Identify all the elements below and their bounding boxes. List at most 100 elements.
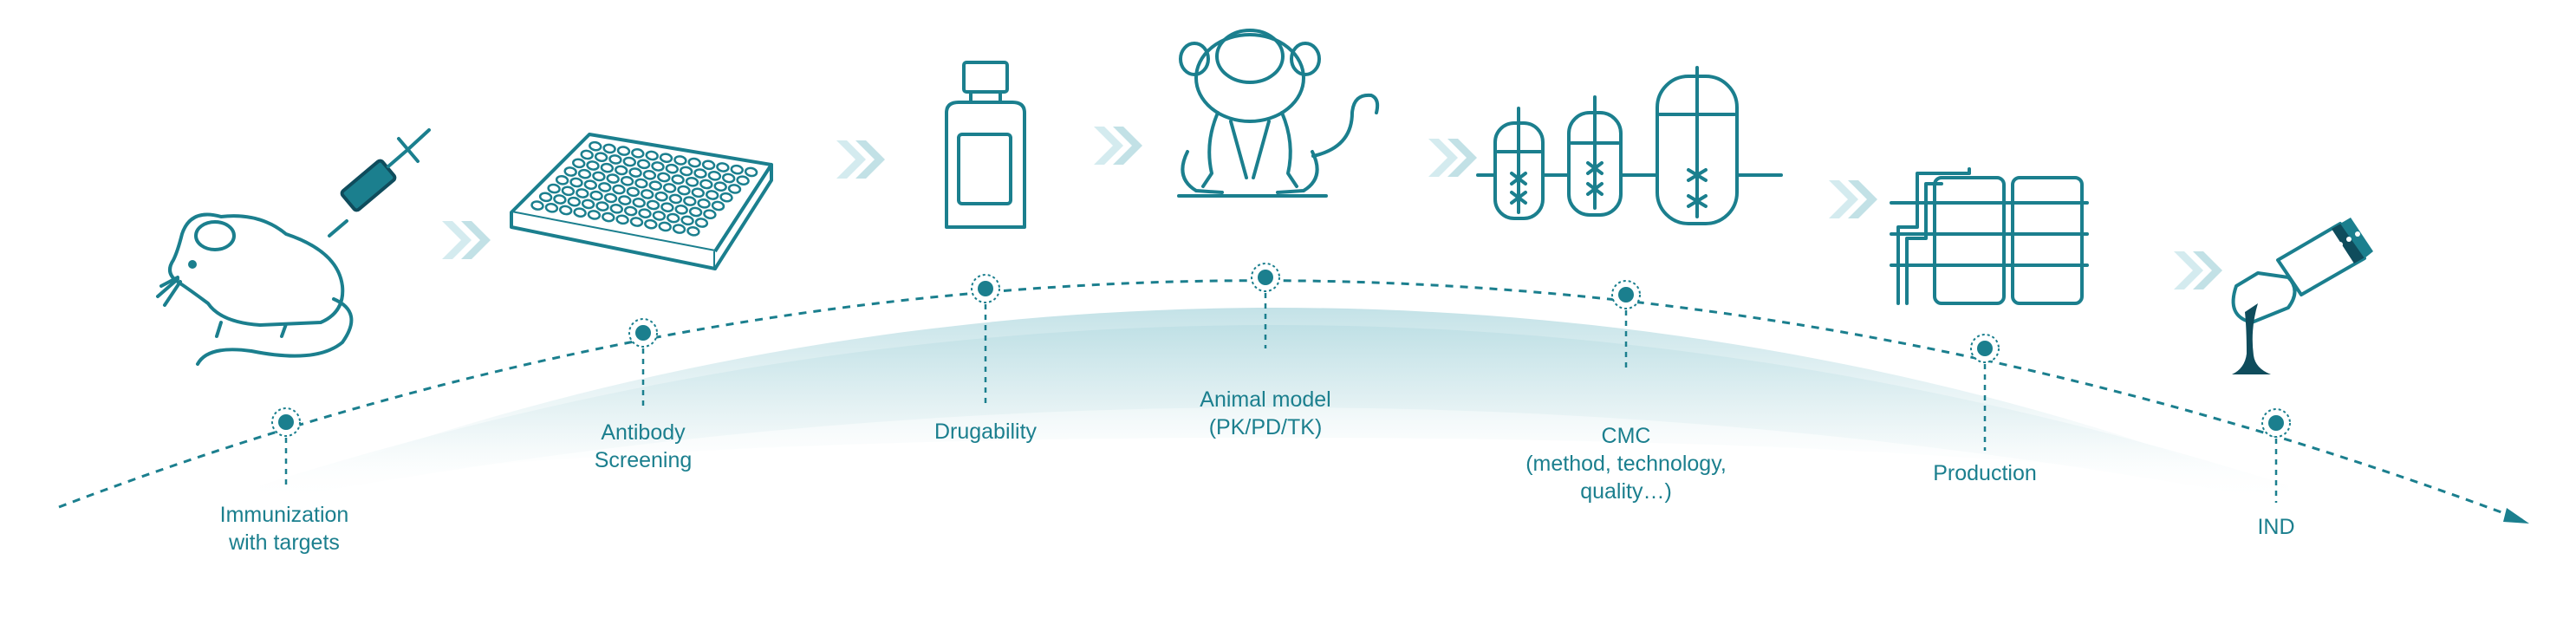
chevron-arrow-4-icon xyxy=(1428,139,1477,177)
chevron-arrow-3-icon xyxy=(1094,127,1142,165)
plate-well xyxy=(744,166,758,178)
plate-well xyxy=(648,180,662,192)
plate-well xyxy=(615,214,629,225)
plate-well xyxy=(624,205,638,217)
plate-well xyxy=(652,211,667,221)
chevron-arrow-2-icon xyxy=(836,140,885,179)
plate-well xyxy=(615,165,628,176)
plate-well xyxy=(722,172,736,184)
plate-well xyxy=(606,173,620,184)
plate-well xyxy=(703,209,717,220)
label-line: CMC xyxy=(1601,424,1651,448)
plate-well xyxy=(628,167,642,178)
plate-well xyxy=(713,181,727,192)
label-line: Production xyxy=(1933,461,2037,485)
label-line: Screening xyxy=(594,448,693,472)
plate-well xyxy=(727,184,742,194)
plate-well xyxy=(687,157,701,168)
plate-well xyxy=(644,218,658,230)
plate-well xyxy=(622,156,636,167)
plate-well xyxy=(693,168,707,179)
plate-well xyxy=(716,162,730,172)
plate-well xyxy=(730,164,744,175)
plate-well xyxy=(674,204,688,215)
plate-well xyxy=(634,178,648,189)
timeline-node-immunization xyxy=(278,414,294,430)
plate-well xyxy=(657,172,671,183)
plate-well xyxy=(631,147,645,159)
plate-well xyxy=(662,183,677,193)
plate-well xyxy=(563,166,577,177)
plate-well xyxy=(576,188,589,198)
label-line: Immunization xyxy=(219,503,349,527)
timeline-node-animal-model xyxy=(1258,270,1273,285)
plate-well xyxy=(711,200,725,211)
label-line: IND xyxy=(2257,515,2295,539)
plate-well xyxy=(680,215,694,226)
plate-well xyxy=(632,197,646,208)
chevron-arrow-5-icon xyxy=(1829,180,1877,218)
plate-well xyxy=(567,196,581,207)
timeline-node-antibody-screening xyxy=(635,325,651,341)
plate-well xyxy=(573,207,587,218)
arc-shading-core xyxy=(286,308,2262,485)
timeline-node-ind xyxy=(2268,415,2284,431)
well-plate-icon xyxy=(510,133,773,270)
plate-well xyxy=(581,198,595,210)
plate-well xyxy=(620,175,634,186)
stage-label-production: Production xyxy=(1933,459,2037,487)
plate-well xyxy=(641,189,654,199)
stage-label-drugability: Drugability xyxy=(934,418,1037,446)
plate-well xyxy=(569,177,583,188)
plate-well xyxy=(660,202,674,213)
stage-label-cmc: CMC (method, technology, quality…) xyxy=(1525,422,1727,505)
label-line: quality…) xyxy=(1580,479,1672,504)
plate-well xyxy=(672,224,686,234)
stage-label-ind: IND xyxy=(2257,513,2294,541)
mouse-syringe-icon xyxy=(156,128,431,366)
plate-well xyxy=(642,169,657,180)
label-line: (method, technology, xyxy=(1525,452,1727,476)
timeline-node-production xyxy=(1977,341,1993,356)
stage-label-antibody-screening: Antibody Screening xyxy=(595,419,693,474)
plate-well xyxy=(701,159,716,171)
plate-well xyxy=(686,225,700,237)
chevron-arrow-1-icon xyxy=(442,221,491,259)
plate-well xyxy=(561,185,576,197)
plate-well xyxy=(626,186,641,198)
plate-well xyxy=(671,174,685,185)
plate-well xyxy=(612,184,626,195)
plate-well xyxy=(685,176,699,187)
plate-well xyxy=(598,182,612,192)
plate-well xyxy=(616,146,631,156)
plate-well xyxy=(638,208,652,219)
plate-well xyxy=(665,163,679,174)
plate-well xyxy=(668,193,683,205)
medicine-bottle-icon xyxy=(945,61,1026,229)
plate-well xyxy=(659,153,673,164)
plate-well xyxy=(602,143,616,154)
plate-well xyxy=(577,168,592,179)
plate-well xyxy=(538,192,553,203)
plate-well xyxy=(608,154,622,165)
plate-well xyxy=(589,140,602,152)
plate-well xyxy=(673,155,687,166)
plate-well xyxy=(589,190,603,201)
plate-well xyxy=(736,175,750,186)
plate-well xyxy=(697,198,711,209)
timeline-arc xyxy=(58,279,2523,522)
pipette-tube-icon xyxy=(2231,218,2373,374)
label-line: Drugability xyxy=(933,420,1038,444)
plate-well xyxy=(544,202,559,213)
timeline-arrowhead xyxy=(2503,508,2529,524)
stage-label-animal-model: Animal model (PK/PD/TK) xyxy=(1200,386,1330,441)
label-line: Animal model xyxy=(1200,387,1331,412)
plate-well xyxy=(667,212,680,224)
plate-well xyxy=(645,150,659,161)
plate-well xyxy=(694,218,709,228)
timeline-node-drugability xyxy=(978,281,993,296)
plate-well xyxy=(699,179,713,190)
plate-well xyxy=(592,171,606,182)
label-line: Antibody xyxy=(601,420,686,445)
